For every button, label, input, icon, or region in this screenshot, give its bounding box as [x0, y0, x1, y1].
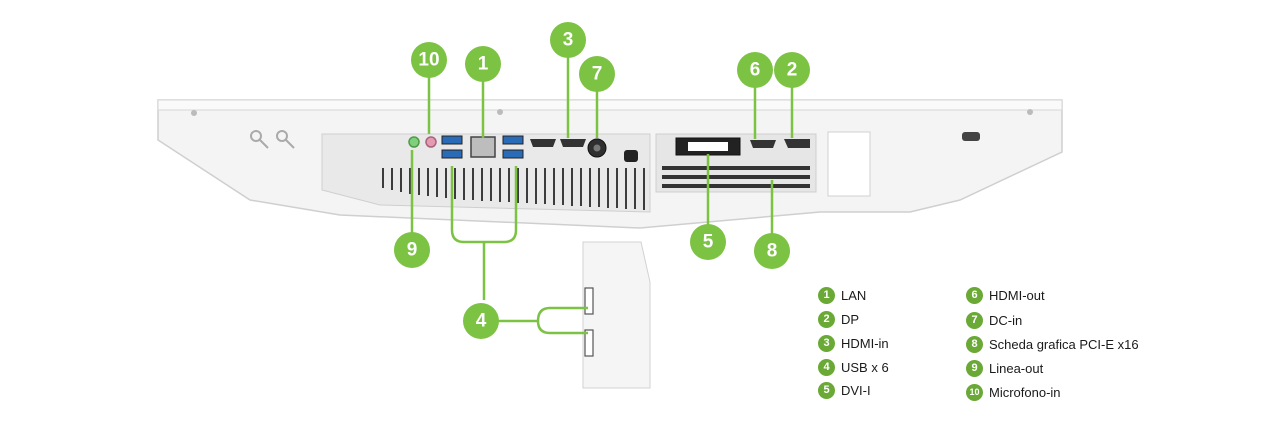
callout-7-label: 7: [592, 64, 603, 85]
dvi-pins-icon: [688, 142, 728, 151]
callout-3-label: 3: [563, 30, 574, 51]
legend-label: DC-in: [989, 313, 1023, 328]
dc-in-pin-icon: [593, 144, 601, 152]
stand-base: [827, 131, 871, 197]
legend-label: USB x 6: [841, 360, 889, 375]
legend-number-badge: 7: [966, 312, 983, 329]
io-panel: [321, 133, 651, 213]
legend-label: Scheda grafica PCI-E x16: [989, 337, 1139, 352]
callout-5: 5: [690, 224, 726, 260]
usb-port-icon: [502, 149, 524, 159]
legend-item-dc-in: 7 DC-in: [966, 312, 1022, 329]
callout-2-label: 2: [787, 60, 798, 81]
callout-8-label: 8: [767, 241, 778, 262]
callout-9-label: 9: [407, 240, 418, 261]
legend-item-usb: 4 USB x 6: [818, 359, 889, 376]
callout-9: 9: [394, 232, 430, 268]
dp-port-icon: [784, 139, 810, 148]
legend-label: Linea-out: [989, 361, 1044, 376]
graphics-card-panel: [655, 133, 817, 193]
lock-slot-icon: [962, 132, 980, 141]
callout-2: 2: [774, 52, 810, 88]
usb-port-icon: [502, 135, 524, 145]
callout-3: 3: [550, 22, 586, 58]
callout-10: 10: [411, 42, 447, 78]
legend-item-pcie-card: 8 Scheda grafica PCI-E x16: [966, 336, 1139, 353]
legend-label: HDMI-in: [841, 336, 889, 351]
callout-7: 7: [579, 56, 615, 92]
usb-port-icon: [441, 135, 463, 145]
legend-label: Microfono-in: [989, 385, 1061, 400]
legend-item-hdmi-in: 3 HDMI-in: [818, 335, 889, 352]
usb-port-side-icon: [584, 287, 594, 315]
key-icon: [250, 130, 295, 149]
legend-item-hdmi-out: 6 HDMI-out: [966, 287, 1045, 304]
screw-icon: [191, 110, 197, 116]
vent-grille: [382, 168, 645, 210]
legend-label: LAN: [841, 288, 867, 303]
callout-1-label: 1: [478, 54, 489, 75]
line-out-jack-icon: [408, 136, 420, 148]
callout-6-label: 6: [750, 60, 761, 81]
callout-1: 1: [465, 46, 501, 82]
legend-item-dvi-i: 5 DVI-I: [818, 382, 871, 399]
legend-number-badge: 4: [818, 359, 835, 376]
leader-line-4-side: [498, 306, 588, 335]
callout-4-label: 4: [476, 311, 487, 332]
legend-item-lan: 1 LAN: [818, 287, 866, 304]
hdmi-out-port-icon: [750, 140, 776, 148]
callout-8: 8: [754, 233, 790, 269]
legend-number-badge: 8: [966, 336, 983, 353]
mic-in-jack-icon: [425, 136, 437, 148]
legend-label: DP: [841, 312, 860, 327]
legend-item-mic-in: 10 Microfono-in: [966, 384, 1061, 401]
legend-number-badge: 2: [818, 311, 835, 328]
screw-icon: [1027, 109, 1033, 115]
usb-port-side-icon: [584, 329, 594, 357]
hdmi-port-icon: [560, 139, 586, 147]
side-profile-inset: [582, 241, 651, 389]
legend-label: DVI-I: [841, 383, 871, 398]
legend-number-badge: 6: [966, 287, 983, 304]
callout-4: 4: [463, 303, 499, 339]
usb-port-icon: [441, 149, 463, 159]
legend-item-line-out: 9 Linea-out: [966, 360, 1043, 377]
legend-number-badge: 5: [818, 382, 835, 399]
legend-number-badge: 10: [966, 384, 983, 401]
hdmi-in-port-icon: [530, 139, 556, 147]
card-vent-icon: [662, 166, 810, 188]
power-button-icon: [624, 150, 638, 162]
callout-6: 6: [737, 52, 773, 88]
legend-label: HDMI-out: [989, 288, 1045, 303]
screw-icon: [497, 109, 503, 115]
callout-10-label: 10: [418, 50, 439, 71]
callouts: 10 1 3 7 6 2 9 5: [394, 22, 810, 339]
legend-item-dp: 2 DP: [818, 311, 859, 328]
legend-number-badge: 3: [818, 335, 835, 352]
legend-number-badge: 9: [966, 360, 983, 377]
legend-number-badge: 1: [818, 287, 835, 304]
callout-5-label: 5: [703, 232, 714, 253]
